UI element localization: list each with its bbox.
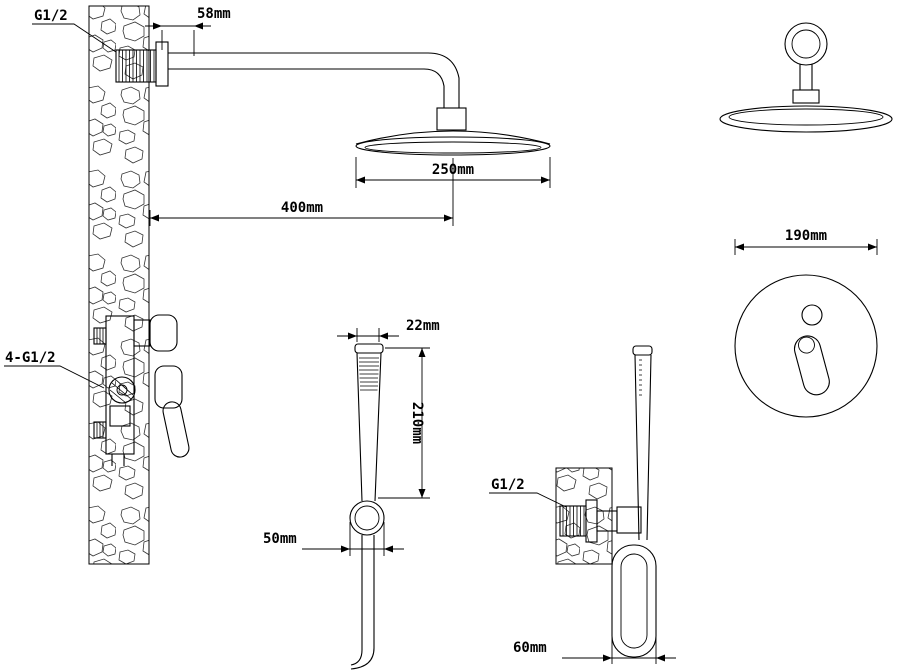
dim-label-holder-width: 50mm <box>263 531 297 547</box>
dimension-arm-length: 400mm <box>149 158 454 226</box>
dim-label-plate-diameter: 190mm <box>785 228 827 244</box>
wall-section-main <box>88 5 150 565</box>
dimension-wand-length: 210mm <box>378 347 430 499</box>
dimension-outlet-width: 60mm <box>513 630 676 664</box>
label-arm-thread: G1/2 <box>32 8 117 53</box>
dim-label-wand-width: 22mm <box>406 318 440 334</box>
dimension-holder-width: 50mm <box>263 522 404 556</box>
shower-arm-top-view <box>719 22 893 133</box>
dim-label-wand-length: 210mm <box>409 402 425 444</box>
dim-label-outlet-width: 60mm <box>513 640 547 656</box>
dimension-plate-diameter: 190mm <box>734 228 878 255</box>
arm-thread-label: G1/2 <box>34 8 68 24</box>
dim-label-arm-length: 400mm <box>281 200 323 216</box>
hand-shower-side-view <box>555 345 657 658</box>
mixer-thread-label: 4-G1/2 <box>5 350 56 366</box>
outlet-thread-label: G1/2 <box>491 477 525 493</box>
label-mixer-thread: 4-G1/2 <box>4 350 105 389</box>
mixer-valve-rough-in <box>93 314 190 466</box>
dimension-wall-offset: 58mm <box>145 6 231 56</box>
rain-shower-head <box>355 130 551 156</box>
label-outlet-thread: G1/2 <box>489 477 567 508</box>
dimension-wand-width: 22mm <box>337 318 440 342</box>
hand-shower-front-view <box>349 343 385 670</box>
shower-arm-assembly <box>115 41 467 131</box>
mixer-trim-front-view <box>734 274 878 418</box>
dim-label-wall-offset: 58mm <box>197 6 231 22</box>
